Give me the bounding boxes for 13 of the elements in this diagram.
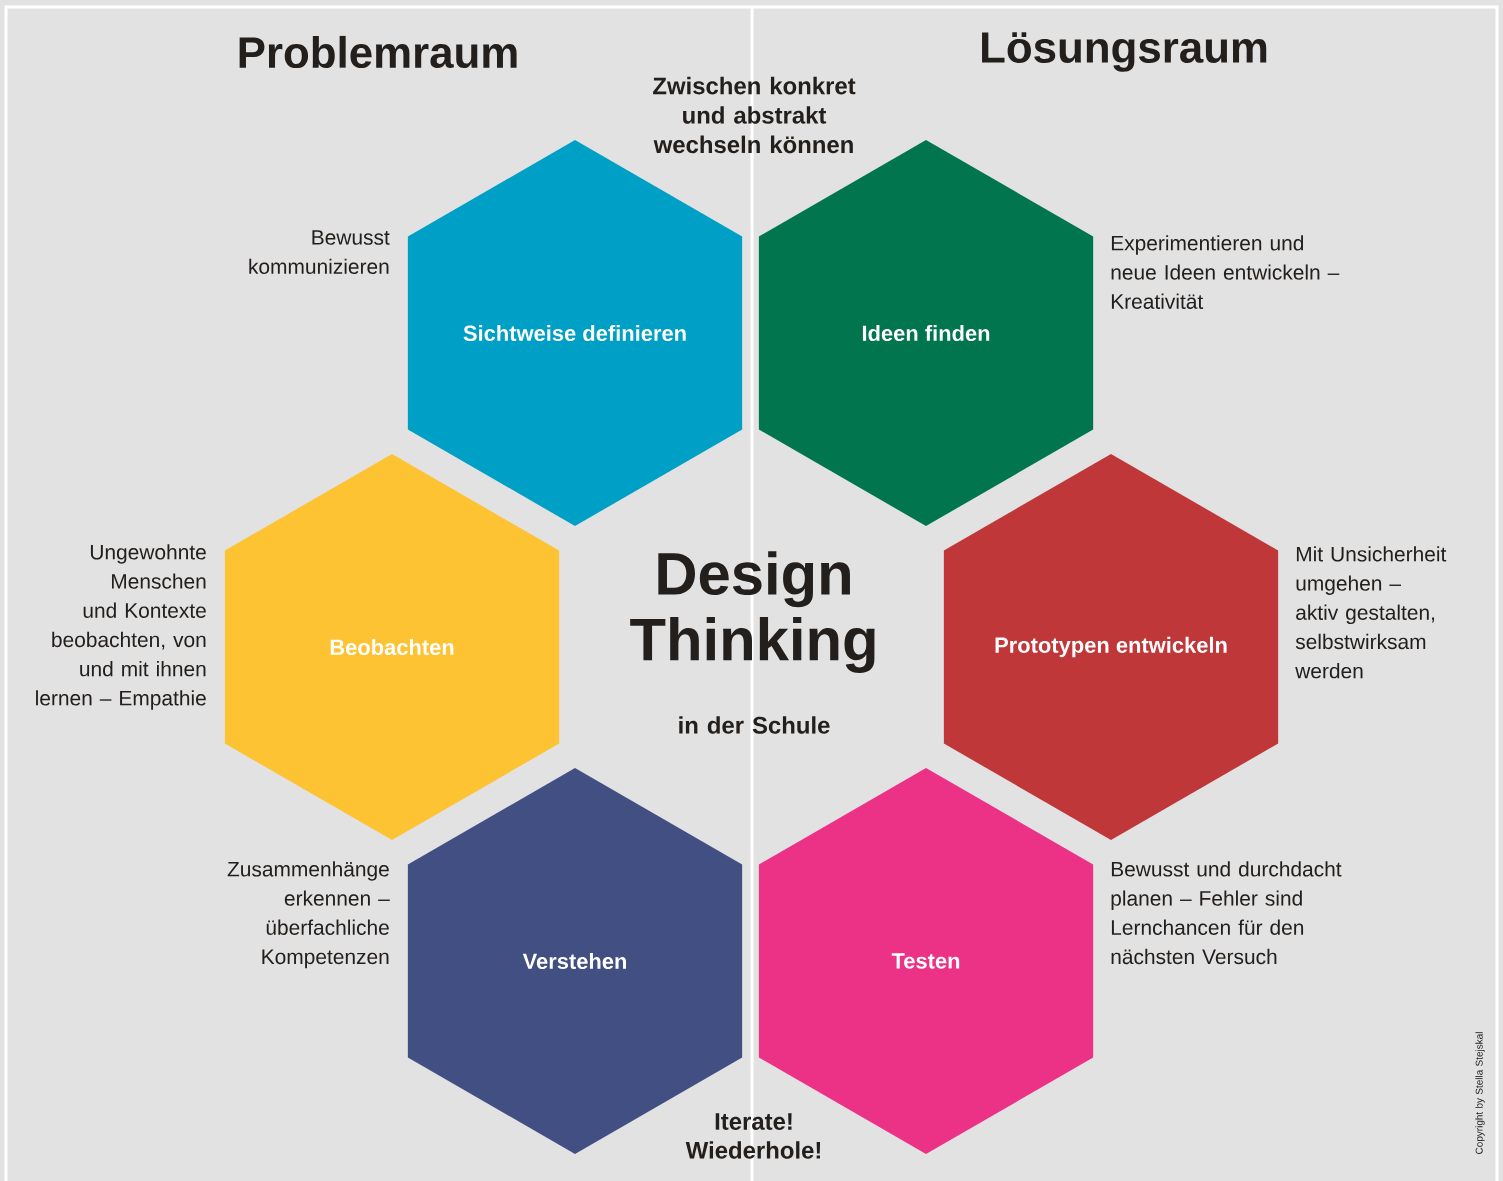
- heading: Lösungsraum: [982, 32, 1267, 72]
- title: Design Thinking: [630, 551, 875, 673]
- hexagon: Beobachten: [224, 454, 560, 840]
- note-text: in der Schule: [679, 716, 830, 734]
- side-caption: Bewusst und durchdacht planen – Fehler sind Lernchancen für den nächsten Versuch: [1111, 861, 1342, 965]
- side-caption: Zusammenhänge erkennen – überfachliche Kompetenzen: [227, 861, 390, 969]
- copyright-note: Copyright by Stella Stejskal: [1475, 1032, 1485, 1154]
- side-caption: Mit Unsicherheit umgehen – aktiv gestalten, selbstwirksam werden: [1295, 546, 1447, 679]
- side-caption: Experimentieren und neue Ideen entwickeln – Kreativität: [1111, 235, 1340, 309]
- hexagon: Prototypen entwickeln: [943, 454, 1279, 840]
- side-caption: Ungewohnte Menschen und Kontexte beobachten, von und mit ihnen lernen – Empathie: [36, 544, 206, 710]
- heading: Problemraum: [239, 35, 517, 69]
- side-caption: Bewusst kommunizieren: [249, 230, 390, 274]
